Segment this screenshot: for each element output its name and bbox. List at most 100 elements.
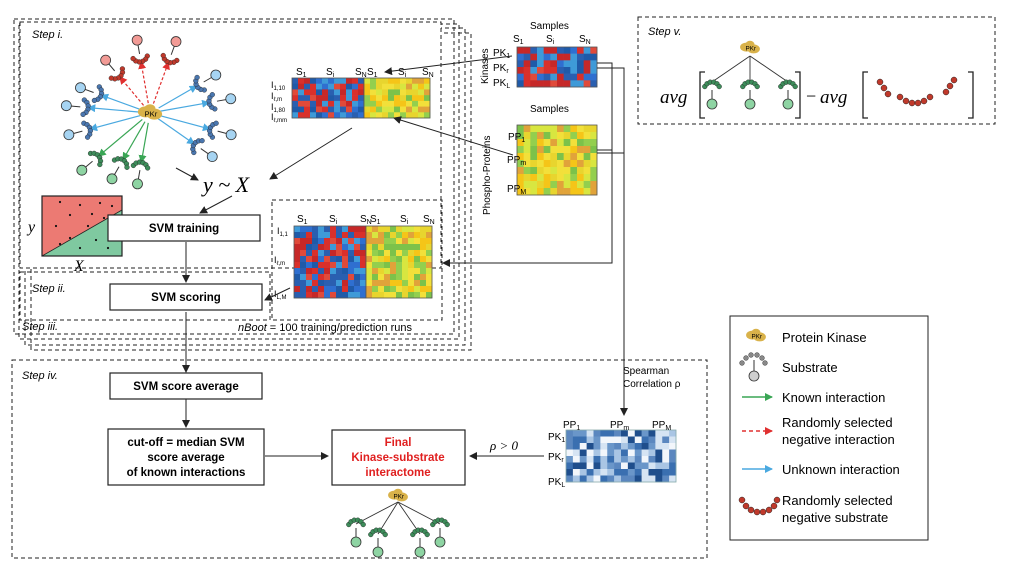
bead <box>759 355 765 361</box>
heatmap-cell <box>557 139 564 147</box>
heatmap-cell <box>306 256 313 263</box>
heatmap-cell <box>298 89 305 96</box>
heatmap-cell <box>378 286 385 293</box>
heatmap-cell <box>376 78 383 85</box>
heatmap-cell <box>669 469 677 476</box>
heatmap-cell <box>316 89 323 96</box>
heatmap-cell <box>292 112 299 119</box>
heatmap-cell <box>406 78 413 85</box>
bead <box>748 352 754 358</box>
heatmap-cell <box>600 443 608 450</box>
heatmap-cell <box>530 80 538 88</box>
protein-kinase-icon: PKr <box>388 488 408 502</box>
heatmap-cell <box>523 47 531 54</box>
heatmap-cell <box>292 83 299 90</box>
heatmap-cell <box>294 274 301 281</box>
heatmap-cell <box>334 89 341 96</box>
heatmap-cell <box>324 226 331 233</box>
heatmap-cell <box>577 167 584 175</box>
heatmap-cell <box>563 167 571 175</box>
heatmap-cell <box>390 292 397 299</box>
heatmap-cell <box>324 280 331 287</box>
heatmap-cell <box>300 286 307 293</box>
heatmap-cell <box>330 238 337 245</box>
heatmap-cell <box>334 106 341 113</box>
heatmap-cell <box>517 80 524 88</box>
heatmap-cell <box>557 125 564 133</box>
heatmap-cell <box>537 174 544 182</box>
negative-substrate-icon <box>896 93 934 107</box>
heatmap-cell <box>348 238 355 245</box>
step-iv-panel <box>11 359 708 559</box>
heatmap-cell <box>412 78 419 85</box>
heatmap-cell <box>577 80 584 88</box>
heatmap-cell <box>530 73 538 81</box>
bead <box>759 508 767 516</box>
heatmap-cell <box>426 268 433 275</box>
phospho-expression-heatmap <box>516 124 598 196</box>
bead <box>754 352 760 358</box>
training-kinase-heatmap <box>291 77 365 119</box>
heatmap-cell <box>312 244 319 251</box>
heatmap-cell <box>418 112 425 119</box>
heatmap-cell <box>382 78 389 85</box>
heatmap-cell <box>342 226 349 233</box>
heatmap-cell <box>627 475 636 483</box>
cutoff-line-1: cut-off = median SVM <box>127 437 244 449</box>
heatmap-cell <box>306 262 313 269</box>
heatmap-cell <box>324 286 331 293</box>
heatmap-cell <box>557 132 564 140</box>
heatmap-cell <box>342 256 349 263</box>
heatmap-cell <box>342 292 349 299</box>
substrate-icon <box>160 36 182 66</box>
substrate-icon <box>193 69 222 93</box>
heatmap-cell <box>354 262 361 269</box>
heatmap-cell <box>312 226 319 233</box>
heatmap-cell <box>662 443 670 450</box>
heatmap-cell <box>342 262 349 269</box>
heatmap-cell <box>583 181 591 189</box>
heatmap-cell <box>400 83 407 90</box>
heatmap-cell <box>390 232 397 239</box>
heatmap-cell <box>426 286 433 293</box>
heatmap-cell <box>572 443 581 450</box>
heatmap-cell <box>382 100 389 107</box>
heatmap-cell <box>358 106 365 113</box>
heatmap-cell <box>322 78 329 85</box>
heatmap-cell <box>537 188 544 196</box>
heatmap-cell <box>583 53 591 61</box>
heatmap-cell <box>655 469 663 476</box>
heatmap-cell <box>557 153 564 161</box>
heatmap-cell <box>583 153 591 161</box>
heatmap-cell <box>328 112 335 119</box>
heatmap-cell <box>590 53 598 61</box>
heatmap-cell <box>396 286 403 293</box>
heatmap-cell <box>384 274 391 281</box>
heatmap-cell <box>669 436 677 444</box>
heatmap-cell <box>390 238 397 245</box>
heatmap-cell <box>348 268 355 275</box>
heatmap-cell <box>322 106 329 113</box>
heatmap-cell <box>360 238 367 245</box>
heatmap-cell <box>342 274 349 281</box>
heatmap-cell <box>306 226 313 233</box>
kinases-samples-title: Samples <box>530 21 569 32</box>
heatmap-cell <box>388 112 395 119</box>
data-point <box>106 246 110 250</box>
heatmap-cell <box>304 83 311 90</box>
heatmap-cell <box>340 89 347 96</box>
heatmap-cell <box>590 146 598 154</box>
heatmap-cell <box>336 286 343 293</box>
legend-protein-kinase: Protein Kinase <box>782 330 867 345</box>
heatmap-cell <box>372 244 379 251</box>
heatmap-cell <box>372 232 379 239</box>
heatmap-cell <box>304 100 311 107</box>
heatmap-cell <box>593 475 601 483</box>
bead <box>738 496 746 504</box>
heatmap-cell <box>621 430 629 437</box>
heatmap-cell <box>388 78 395 85</box>
heatmap-cell <box>328 89 335 96</box>
heatmap-cell <box>328 78 335 85</box>
heatmap-cell <box>537 160 544 168</box>
heatmap-cell <box>300 256 307 263</box>
